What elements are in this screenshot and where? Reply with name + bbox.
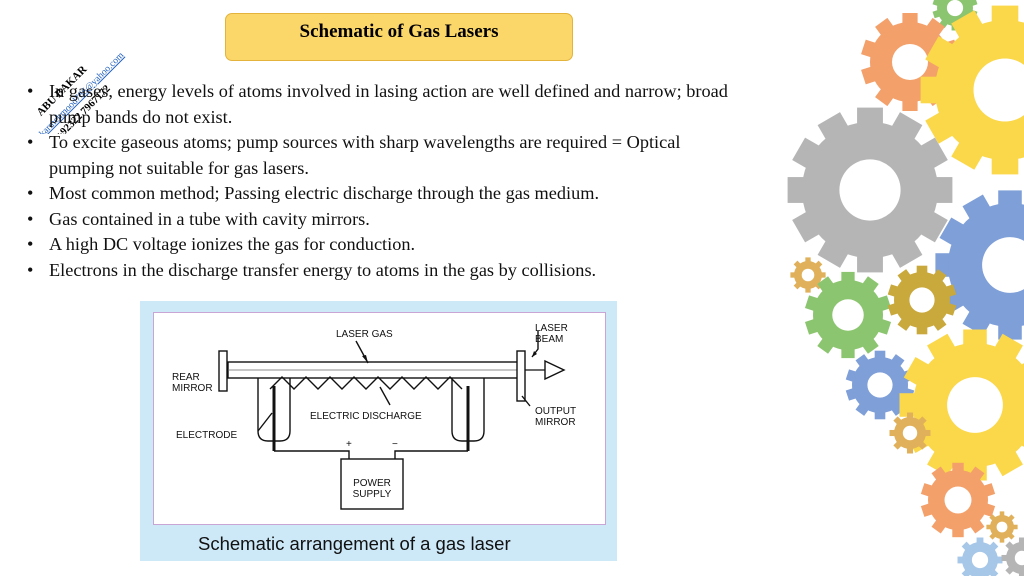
laser-beam-arrow — [544, 359, 566, 381]
gear-icon — [804, 271, 892, 359]
gear-icon — [845, 350, 915, 420]
bullet-item: A high DC voltage ionizes the gas for co… — [22, 232, 732, 258]
gear-icon — [957, 537, 1003, 576]
bullet-item: In gases, energy levels of atoms involve… — [22, 79, 732, 130]
bullet-list: In gases, energy levels of atoms involve… — [22, 79, 732, 283]
label-rear-mirror-line1: REAR — [172, 372, 200, 383]
diagram-drawing: LASER GAS LASER BEAM REAR MIRROR ELECTRI… — [172, 323, 576, 510]
power-supply-box — [340, 458, 404, 510]
bullet-item: Gas contained in a tube with cavity mirr… — [22, 207, 732, 233]
label-power-supply-line2: SUPPLY — [353, 489, 392, 500]
figure-caption: Schematic arrangement of a gas laser — [198, 533, 511, 554]
slide-title: Schematic of Gas Lasers — [225, 13, 573, 61]
gear-icon — [790, 257, 826, 293]
label-output-mirror-line1: OUTPUT — [535, 406, 576, 417]
gear-icon — [1001, 537, 1024, 576]
label-electric-discharge: ELECTRIC DISCHARGE — [310, 411, 422, 422]
label-electrode: ELECTRODE — [176, 430, 237, 441]
gear-icon — [787, 107, 953, 273]
label-minus-terminal: − — [392, 439, 398, 450]
gear-icon — [920, 5, 1024, 175]
gear-icon — [899, 329, 1024, 481]
label-power-supply-line1: POWER — [353, 478, 391, 489]
decorative-gears — [787, 0, 1024, 576]
output-mirror — [516, 350, 526, 402]
label-laser-gas: LASER GAS — [336, 329, 393, 340]
gear-icon — [887, 265, 957, 335]
electric-discharge-zigzag — [269, 376, 463, 390]
gear-icon — [986, 511, 1018, 543]
gear-icon — [889, 412, 931, 454]
gear-icon — [920, 462, 996, 538]
label-laser-beam-line1: LASER — [535, 323, 568, 334]
label-plus-terminal: + — [346, 439, 352, 450]
bullet-item: Electrons in the discharge transfer ener… — [22, 258, 732, 284]
bullet-item: To excite gaseous atoms; pump sources wi… — [22, 130, 732, 181]
label-output-mirror-line2: MIRROR — [535, 417, 576, 428]
label-rear-mirror-line2: MIRROR — [172, 383, 213, 394]
bullet-item: Most common method; Passing electric dis… — [22, 181, 732, 207]
label-laser-beam-line2: BEAM — [535, 334, 563, 345]
gear-icon — [935, 190, 1024, 340]
gas-laser-diagram: LASER GAS LASER BEAM REAR MIRROR ELECTRI… — [140, 301, 617, 561]
rear-mirror — [218, 350, 228, 392]
